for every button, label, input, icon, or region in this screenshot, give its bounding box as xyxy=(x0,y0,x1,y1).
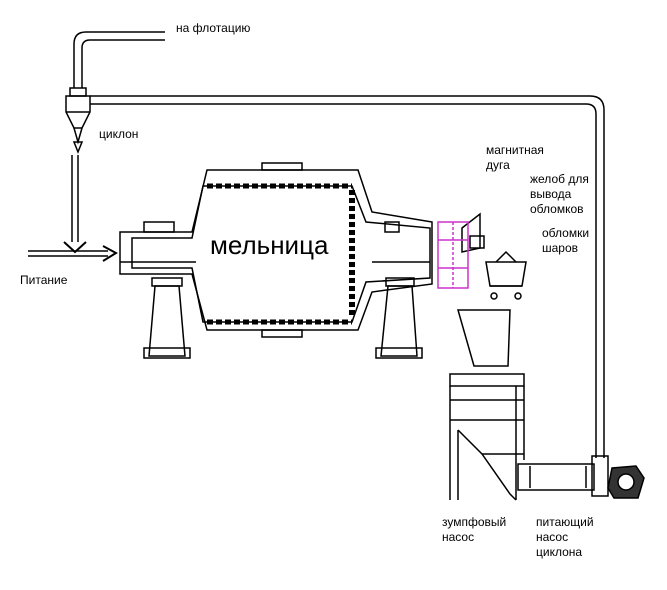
cyclone xyxy=(65,87,91,155)
mill-support-right xyxy=(375,277,423,359)
cyclone-label: циклон xyxy=(99,127,139,141)
debris-chute-label: желоб для вывода обломков xyxy=(530,172,589,216)
flotation-pipe xyxy=(73,31,165,88)
cyclone-feed-pipe xyxy=(90,95,605,458)
feed-arrow xyxy=(28,245,119,262)
sump-tank xyxy=(449,373,525,501)
cyclone-feed-pump xyxy=(591,455,645,499)
mill-shell xyxy=(119,162,433,338)
ball-fragments-cart xyxy=(485,250,527,300)
sump-pump-label: зумпфовый насос xyxy=(442,515,507,544)
cyclone-underflow-pipe xyxy=(63,155,87,254)
mill-label: мельница xyxy=(210,230,329,260)
magnetic-arc-label: магнитная дуга xyxy=(486,143,544,172)
sump-pump xyxy=(517,463,595,491)
ball-fragments-label: обломки шаров xyxy=(542,226,590,255)
discharge-hopper xyxy=(457,309,511,367)
debris-chute xyxy=(461,212,485,253)
cyclone-feed-pump-label: питающий насос циклона xyxy=(536,515,594,559)
magnetic-arc xyxy=(437,221,469,289)
flotation-label: на флотацию xyxy=(176,21,251,35)
mill-support-left xyxy=(143,277,191,359)
feed-label: Питание xyxy=(20,273,68,287)
